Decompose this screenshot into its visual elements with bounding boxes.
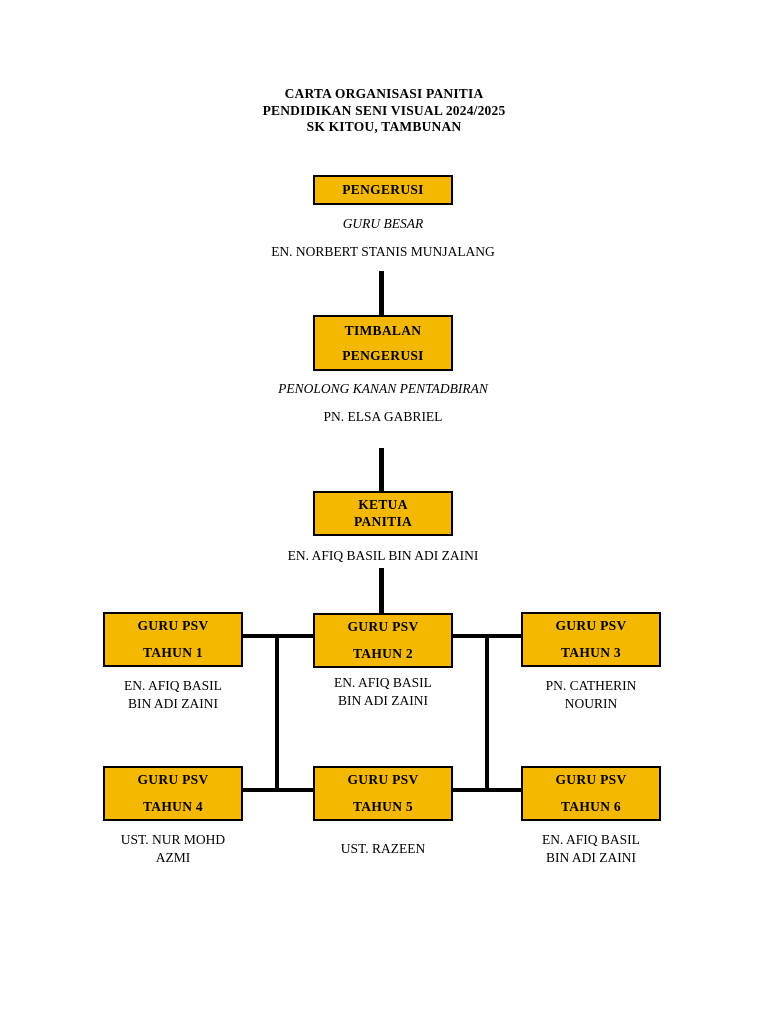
caption-guru-psv-tahun-4-person-line-2: AZMI	[155, 850, 191, 865]
node-guru-psv-tahun-3-label-1: GURU PSV	[555, 618, 627, 634]
node-guru-psv-tahun-4-label-1: GURU PSV	[137, 772, 209, 788]
node-ketua-panitia-label-2: PANITIA	[353, 513, 413, 529]
caption-pengerusi-person: EN. NORBERT STANIS MUNJALANG	[183, 243, 583, 261]
node-ketua-panitia[interactable]: KETUA PANITIA	[313, 491, 453, 536]
connector-row2-left-horizontal	[241, 788, 315, 792]
caption-guru-psv-tahun-6-person-line-1: EN. AFIQ BASIL	[542, 832, 640, 847]
chart-title: CARTA ORGANISASI PANITIA PENDIDIKAN SENI…	[0, 86, 768, 136]
caption-guru-psv-tahun-1-person: EN. AFIQ BASIL BIN ADI ZAINI	[83, 677, 263, 713]
caption-guru-psv-tahun-5-person-line-1: UST. RAZEEN	[340, 841, 426, 856]
node-guru-psv-tahun-6[interactable]: GURU PSV TAHUN 6	[521, 766, 661, 821]
connector-pengerusi-to-timbalan	[379, 271, 384, 316]
connector-ketua-to-tahun2	[379, 568, 384, 613]
caption-guru-psv-tahun-2-person-line-1: EN. AFIQ BASIL	[334, 675, 432, 690]
node-pengerusi[interactable]: PENGERUSI	[313, 175, 453, 205]
caption-timbalan-person-text: PN. ELSA GABRIEL	[323, 409, 443, 424]
node-guru-psv-tahun-4[interactable]: GURU PSV TAHUN 4	[103, 766, 243, 821]
node-guru-psv-tahun-1[interactable]: GURU PSV TAHUN 1	[103, 612, 243, 667]
chart-title-line-1: CARTA ORGANISASI PANITIA	[284, 86, 484, 101]
caption-timbalan-person: PN. ELSA GABRIEL	[243, 408, 523, 426]
node-timbalan-pengerusi[interactable]: TIMBALAN PENGERUSI	[313, 315, 453, 371]
caption-guru-psv-tahun-2-person: EN. AFIQ BASIL BIN ADI ZAINI	[293, 674, 473, 710]
caption-guru-psv-tahun-3-person-line-1: PN. CATHERIN	[545, 678, 637, 693]
caption-guru-psv-tahun-4-person-line-1: UST. NUR MOHD	[120, 832, 226, 847]
caption-guru-psv-tahun-6-person-line-2: BIN ADI ZAINI	[546, 850, 636, 865]
node-guru-psv-tahun-5-label-1: GURU PSV	[347, 772, 419, 788]
caption-timbalan-role-text: PENOLONG KANAN PENTADBIRAN	[278, 381, 488, 396]
connector-right-vertical-drop	[485, 634, 489, 790]
caption-guru-psv-tahun-3-person-line-2: NOURIN	[564, 696, 618, 711]
caption-pengerusi-role-text: GURU BESAR	[342, 216, 424, 231]
caption-ketua-panitia-person-text: EN. AFIQ BASIL BIN ADI ZAINI	[287, 548, 479, 563]
node-guru-psv-tahun-5-label-2: TAHUN 5	[353, 798, 413, 814]
caption-pengerusi-person-text: EN. NORBERT STANIS MUNJALANG	[271, 244, 495, 259]
caption-guru-psv-tahun-1-person-line-2: BIN ADI ZAINI	[128, 696, 218, 711]
caption-ketua-panitia-person: EN. AFIQ BASIL BIN ADI ZAINI	[203, 547, 563, 565]
node-timbalan-pengerusi-label-1: TIMBALAN	[344, 322, 422, 338]
node-guru-psv-tahun-6-label-1: GURU PSV	[555, 772, 627, 788]
node-pengerusi-label-1: PENGERUSI	[342, 181, 424, 197]
caption-guru-psv-tahun-1-person-line-1: EN. AFIQ BASIL	[124, 678, 222, 693]
caption-timbalan-role: PENOLONG KANAN PENTADBIRAN	[203, 380, 563, 398]
caption-guru-psv-tahun-5-person: UST. RAZEEN	[293, 840, 473, 858]
chart-title-line-2: PENDIDIKAN SENI VISUAL 2024/2025	[262, 102, 506, 118]
node-guru-psv-tahun-2-label-1: GURU PSV	[347, 619, 419, 635]
caption-guru-psv-tahun-4-person: UST. NUR MOHD AZMI	[83, 831, 263, 867]
connector-row2-right-horizontal	[451, 788, 523, 792]
caption-guru-psv-tahun-2-person-line-2: BIN ADI ZAINI	[338, 693, 428, 708]
node-guru-psv-tahun-4-label-2: TAHUN 4	[143, 798, 203, 814]
node-guru-psv-tahun-3[interactable]: GURU PSV TAHUN 3	[521, 612, 661, 667]
node-guru-psv-tahun-1-label-2: TAHUN 1	[143, 644, 203, 660]
caption-pengerusi-role: GURU BESAR	[263, 215, 503, 233]
node-timbalan-pengerusi-label-2: PENGERUSI	[342, 348, 424, 363]
node-guru-psv-tahun-6-label-2: TAHUN 6	[561, 798, 621, 814]
node-guru-psv-tahun-3-label-2: TAHUN 3	[561, 644, 621, 660]
caption-guru-psv-tahun-6-person: EN. AFIQ BASIL BIN ADI ZAINI	[501, 831, 681, 867]
node-guru-psv-tahun-5[interactable]: GURU PSV TAHUN 5	[313, 766, 453, 821]
connector-left-vertical-drop	[275, 634, 279, 790]
connector-timbalan-to-ketua	[379, 448, 384, 492]
node-guru-psv-tahun-2[interactable]: GURU PSV TAHUN 2	[313, 613, 453, 668]
caption-guru-psv-tahun-3-person: PN. CATHERIN NOURIN	[501, 677, 681, 713]
node-guru-psv-tahun-2-label-2: TAHUN 2	[353, 645, 413, 661]
node-guru-psv-tahun-1-label-1: GURU PSV	[137, 618, 209, 634]
chart-title-line-3: SK KITOU, TAMBUNAN	[306, 119, 462, 134]
node-ketua-panitia-label-1: KETUA	[358, 497, 408, 513]
